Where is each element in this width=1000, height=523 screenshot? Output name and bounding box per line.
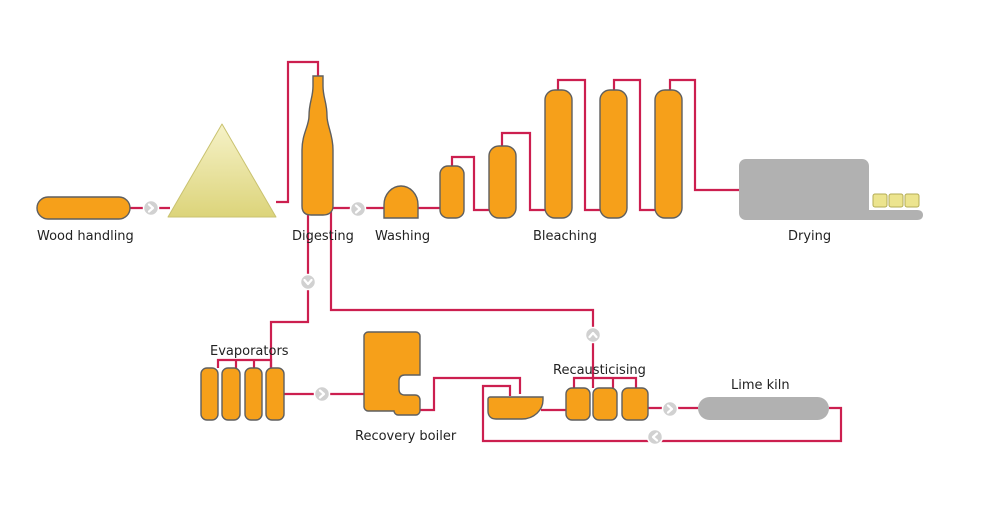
drying-machine [739,159,923,220]
pipe-kiln-return-loop [481,384,843,443]
pipe-boiler-to-dissolver [420,376,522,412]
label-digesting: Digesting [292,229,354,244]
arrow-right-icon [661,400,679,418]
arrow-right-icon [313,385,331,403]
pipe-bleach2-to-bleach3 [556,78,600,212]
recausticising-tank-2 [592,387,618,421]
chip-pile [167,123,277,218]
washer-tank [439,165,465,219]
pipe-bleach3-to-bleach4 [612,78,655,212]
pulp-bale-1 [872,193,888,208]
washing-dome [383,185,419,219]
digester-tower [301,75,334,216]
bleaching-tower-2 [544,89,573,219]
pulp-bale-2 [888,193,904,208]
arrow-right-icon [142,199,160,217]
arrow-up-icon [584,326,602,344]
recausticising-tank-1 [565,387,591,421]
evaporator-3 [244,367,263,421]
recovery-boiler [363,331,421,416]
arrow-right-icon [349,200,367,218]
label-wood-handling: Wood handling [37,229,134,244]
lime-kiln [698,397,829,420]
pipes [130,60,843,443]
pipe-digester-to-evaporators [269,212,310,368]
evaporator-4 [265,367,285,421]
bleaching-tower-4 [654,89,683,219]
dissolving-tank [487,396,544,420]
label-recausticising: Recausticising [553,363,646,378]
pipe-bleach4-to-dryer [668,78,739,192]
pulp-bale-3 [904,193,920,208]
pipe-bleach1-to-bleach2 [500,131,545,212]
pipe-evaporator-manifold [216,358,273,368]
label-evaporators: Evaporators [210,344,289,359]
evaporator-1 [200,367,219,421]
arrow-down-icon [299,273,317,291]
recausticising-tank-3 [621,387,649,421]
pipe-recaust-manifold [572,376,638,388]
label-recovery-boiler: Recovery boiler [355,429,457,444]
evaporator-2 [221,367,241,421]
label-washing: Washing [375,229,430,244]
arrow-left-icon [646,428,664,446]
pipe-pile-to-digester [276,60,320,204]
pipe-washer-to-bleach1 [450,155,489,212]
wood-handling-drum [36,196,131,220]
label-lime-kiln: Lime kiln [731,378,790,393]
bleaching-tank-1 [488,145,517,219]
label-bleaching: Bleaching [533,229,597,244]
bleaching-tower-3 [599,89,628,219]
label-drying: Drying [788,229,831,244]
